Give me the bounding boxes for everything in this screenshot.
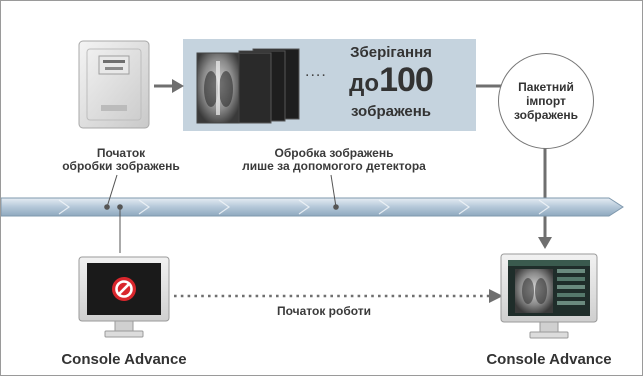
- detector-label: Початок обробки зображень: [51, 147, 191, 173]
- batch-import-circle: Пакетний імпорт зображень: [498, 53, 594, 149]
- batch-import-label: Пакетний імпорт зображень: [514, 80, 578, 122]
- storage-line3: зображень: [350, 103, 432, 120]
- left-monitor-icon: [78, 256, 170, 338]
- batch-line3: зображень: [513, 108, 579, 122]
- arrow-head: [489, 289, 503, 303]
- right-console-label: Console Advance: [486, 351, 612, 368]
- processing-label-line1: Обробка зображень: [274, 146, 394, 160]
- storage-prefix: до: [349, 70, 380, 97]
- storage-line2: до100: [331, 63, 451, 104]
- batch-line1: Пакетний: [518, 80, 574, 94]
- xray-stack-icon: [196, 48, 300, 124]
- leader-line: [330, 174, 337, 208]
- left-console-label: Console Advance: [61, 351, 187, 368]
- processing-label: Обробка зображень лише за допомогого дет…: [219, 147, 449, 173]
- detector-label-line2: обробки зображень: [62, 159, 180, 173]
- storage-line1: Зберігання: [350, 44, 432, 61]
- detector-icon: [78, 40, 150, 129]
- timeline: [1, 197, 624, 217]
- leader-line: [106, 174, 118, 208]
- batch-line2: імпорт: [526, 94, 566, 108]
- arrow-head: [172, 79, 184, 93]
- detector-label-line1: Початок: [96, 146, 146, 160]
- continuation-dots: ....: [305, 63, 327, 80]
- processing-label-line2: лише за допомогого детектора: [242, 159, 426, 173]
- start-work-label: Початок роботи: [276, 304, 372, 318]
- arrow-head: [538, 237, 552, 249]
- storage-number: 100: [379, 61, 434, 99]
- storage-capacity-text: Зберігання до100 зображень: [331, 43, 451, 120]
- right-monitor-icon: [500, 253, 598, 339]
